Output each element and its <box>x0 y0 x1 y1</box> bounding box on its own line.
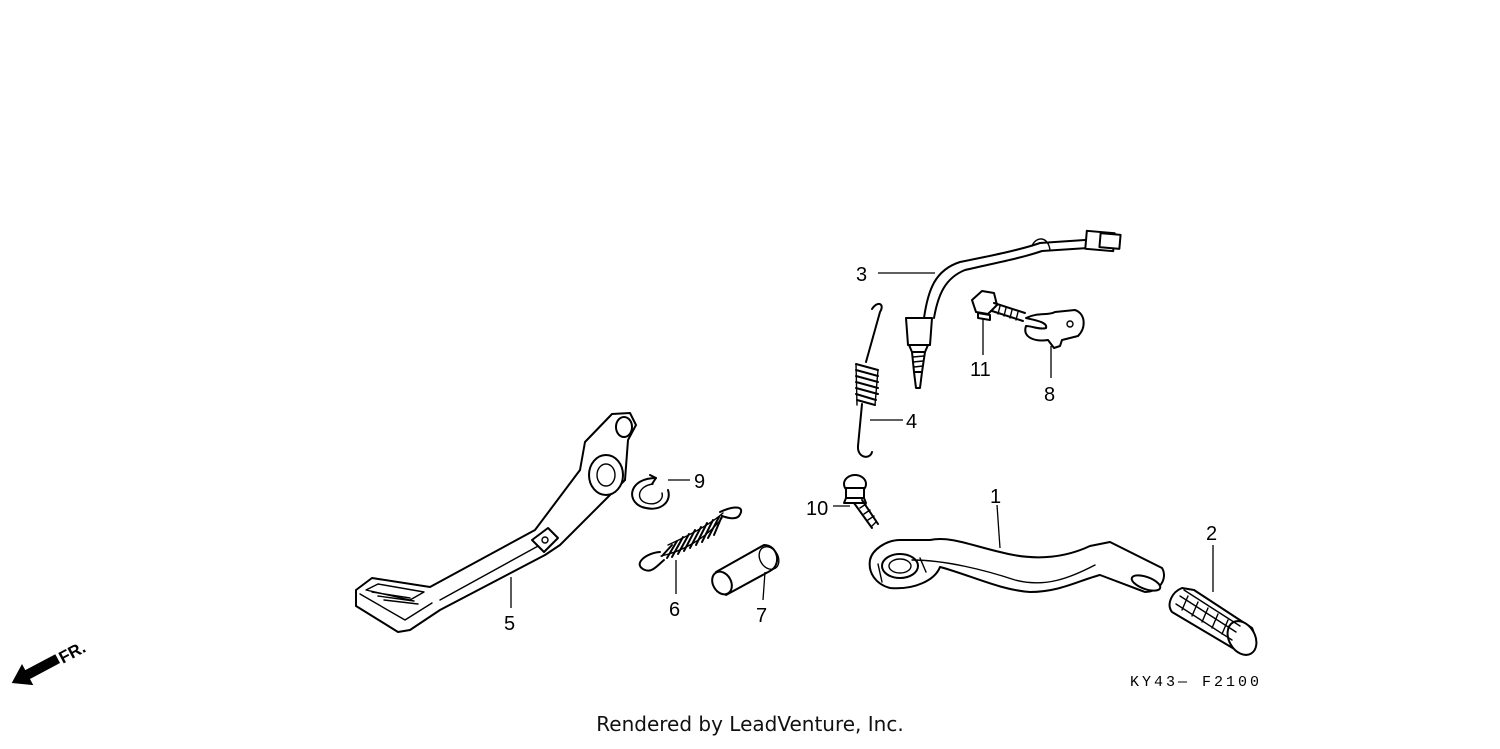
callout-5: 5 <box>504 613 515 635</box>
callout-3: 3 <box>856 264 867 286</box>
callout-10: 10 <box>806 498 828 520</box>
direction-label: FR. <box>56 638 89 668</box>
pivot-collar[interactable] <box>708 543 783 598</box>
arrow-left-icon <box>11 654 61 686</box>
gearshift-pedal-rubber[interactable] <box>1168 587 1263 660</box>
callout-9: 9 <box>694 471 705 493</box>
snap-ring[interactable] <box>631 474 670 510</box>
front-direction-arrow: FR. <box>11 638 89 686</box>
leader-lines <box>510 272 1214 608</box>
callout-numbers: 1 2 3 4 5 6 7 8 9 10 11 <box>504 264 1217 635</box>
callout-7: 7 <box>756 605 767 627</box>
callout-2: 2 <box>1206 523 1217 545</box>
pivot-bolt[interactable] <box>843 474 879 529</box>
brake-pedal[interactable] <box>355 412 637 633</box>
diagram-code: KY43— F2100 <box>1130 674 1262 691</box>
callout-4: 4 <box>906 411 917 433</box>
callout-8: 8 <box>1044 384 1055 406</box>
footer-credit: Rendered by LeadVenture, Inc. <box>596 712 904 736</box>
return-spring[interactable] <box>638 506 743 572</box>
rear-brake-stop-switch[interactable] <box>905 229 1122 389</box>
stop-switch-spring[interactable] <box>855 302 883 458</box>
gearshift-pedal[interactable] <box>868 538 1165 594</box>
switch-bracket[interactable] <box>1024 309 1085 349</box>
callout-6: 6 <box>669 599 680 621</box>
flange-bolt[interactable] <box>971 290 1026 322</box>
callout-11: 11 <box>970 359 991 381</box>
callout-1: 1 <box>990 486 1001 508</box>
